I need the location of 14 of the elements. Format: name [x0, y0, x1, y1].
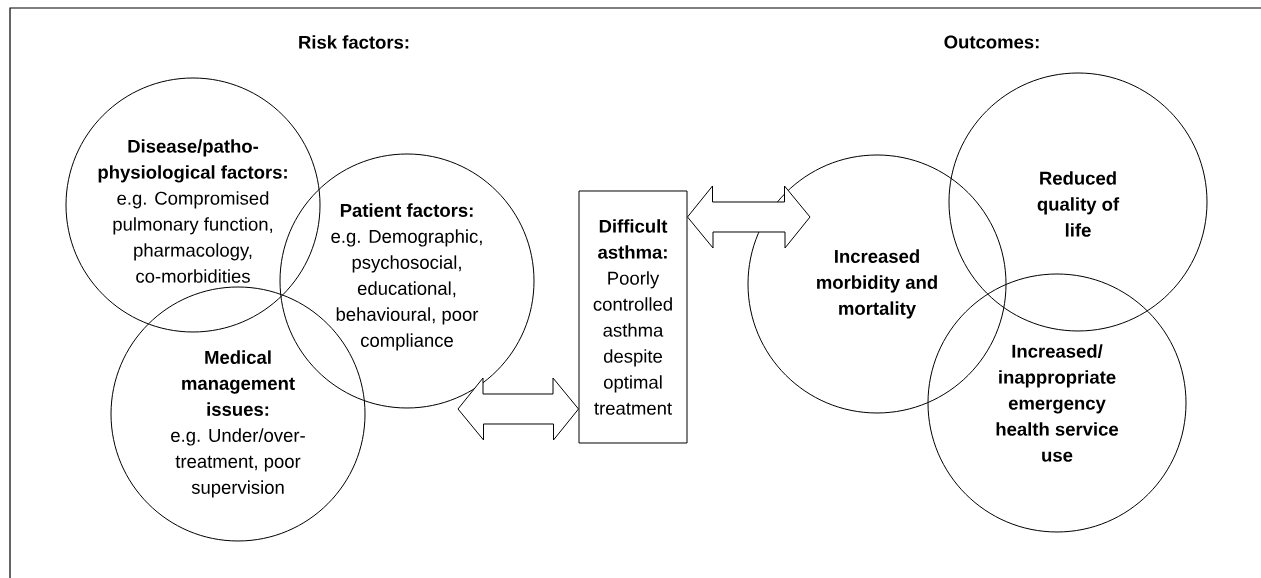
- box-text: Difficult asthma: Poorly controlled asthma despite optimal treatment: [593, 219, 672, 415]
- factor-circle: [65, 77, 321, 333]
- circle-text: Increased/ inappropriate emergency health service use: [996, 344, 1119, 462]
- circle-text: Patient factors: e.g. Demographic, psychosocial, educational, behavioural, poor compliance: [331, 203, 482, 351]
- circle-text: Increased morbidity and mortality: [817, 249, 937, 319]
- double-arrow: [687, 185, 811, 249]
- circle-text: Disease/patho-physiological factors: e.g. Compromised pulmonary function, pharmacology, co-morbidities: [98, 139, 287, 283]
- outcome-circle: [948, 72, 1208, 332]
- circle-text: Medical management issues: e.g. Under/over-treatment, poor supervision: [171, 350, 305, 498]
- double-arrow: [457, 377, 579, 441]
- process-box: [578, 190, 688, 444]
- section-heading: Outcomes:: [944, 35, 1039, 49]
- section-heading: Risk factors:: [299, 35, 409, 49]
- circle-text: Reduced quality of life: [1037, 171, 1120, 237]
